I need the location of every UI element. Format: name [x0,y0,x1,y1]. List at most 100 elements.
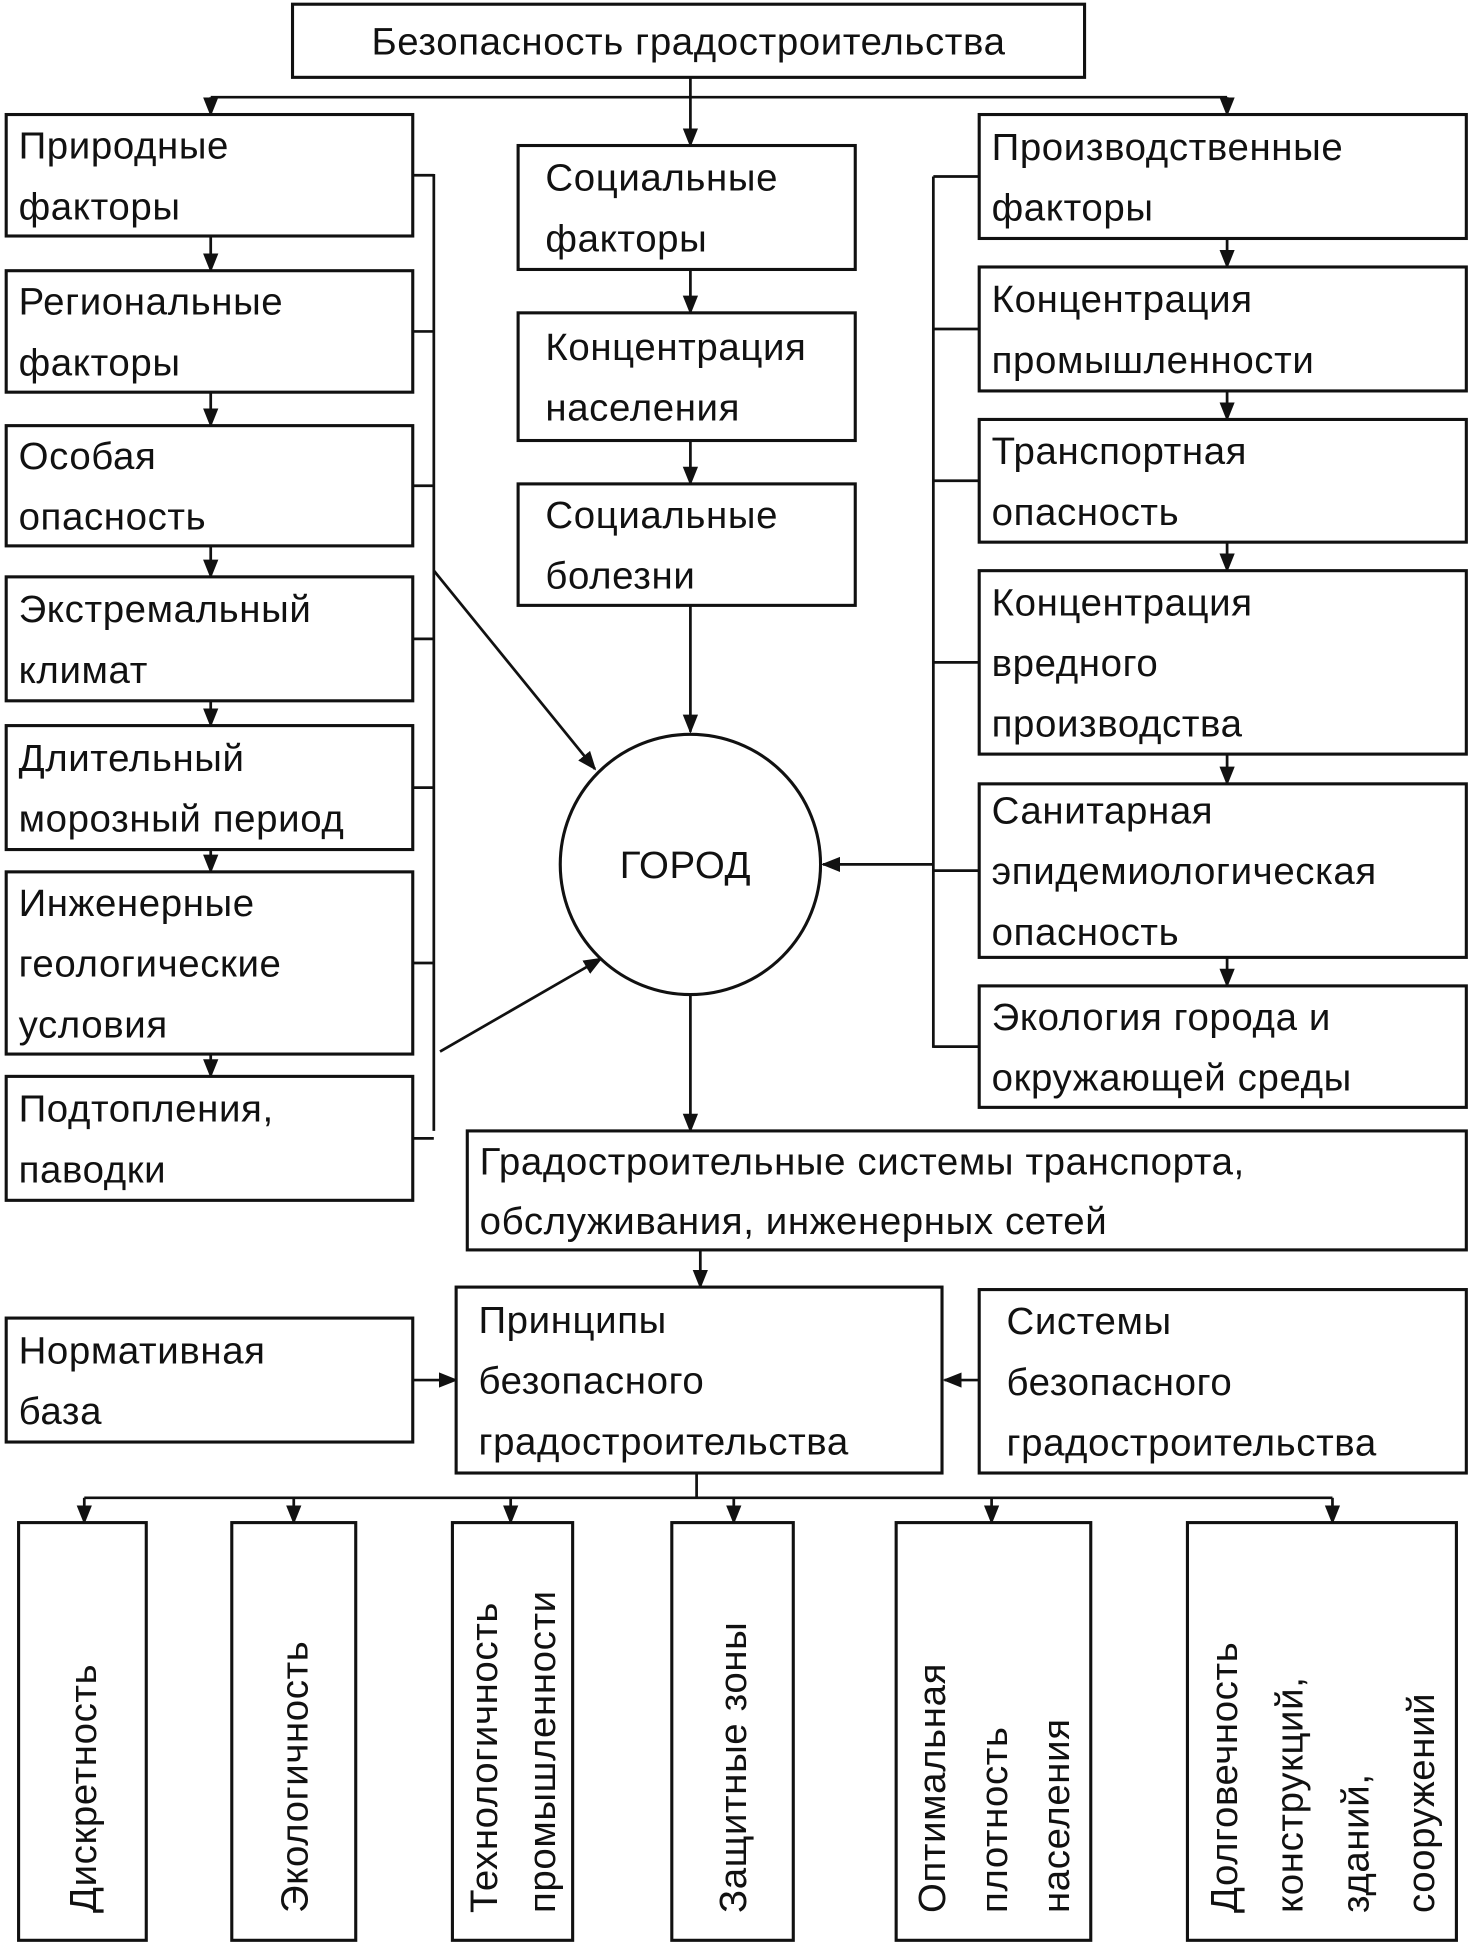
natural-factor-box-frame [4,870,415,1056]
natural-factor-box-label: Экстремальный [19,588,312,631]
principle-item-box-label: Технологичность [463,1602,506,1913]
principles-box-label: безопасного [478,1360,704,1403]
natural-factor-box-label: Природные [19,125,229,168]
principle-item-box: Экологичность [230,1521,358,1942]
natural-factor-box-label: геологические [19,943,282,986]
natural-factor-box-label: климат [19,649,148,692]
social-factor-box-label: Социальные [545,157,778,200]
regulatory-base-box-frame [4,1316,415,1444]
regulatory-base-box-label: база [19,1390,103,1433]
industrial-factor-box-label: Экология города и [992,996,1331,1039]
regulatory-base-box: Нормативная база [4,1316,415,1444]
principles-box-label: Принципы [478,1299,666,1342]
industrial-factor-box: Экология города и окружающей среды [977,984,1468,1109]
industrial-factor-box: Концентрация вредного производства [977,569,1468,756]
principle-item-box: Защитные зоны [670,1521,795,1942]
systems-box-label: Системы [1006,1300,1171,1343]
urban-systems-box: Градостроительные системы транспорта, обс… [465,1129,1468,1252]
industrial-factor-box-frame [977,112,1468,241]
principle-item-box-label: плотность [973,1726,1016,1913]
city-circle [558,732,823,997]
industrial-factor-box-frame [977,417,1468,544]
principle-item-box-label: Экологичность [273,1641,316,1913]
social-factor-box: Социальные факторы [516,143,857,272]
industrial-factor-box-label: Концентрация [992,581,1253,624]
systems-box-frame [977,1288,1468,1475]
principle-item-box-label: Долговечность [1203,1642,1246,1913]
urban-systems-box-label: Градостроительные системы транспорта, [480,1140,1245,1183]
natural-factor-box-frame [4,269,415,394]
natural-factor-box-label: Длительный [19,737,245,780]
natural-factor-box: Региональные факторы [4,269,415,394]
principle-item-box-frame [894,1521,1093,1942]
principle-item-box-frame [230,1521,358,1942]
industrial-factor-box-label: вредного [992,642,1159,685]
regulatory-base-box-label: Нормативная [19,1329,266,1372]
natural-factor-box: Природные факторы [4,112,415,238]
urban-systems-box-label: обслуживания, инженерных сетей [480,1200,1108,1243]
systems-box-label: безопасного [1006,1361,1232,1404]
arrow [439,957,603,1053]
principles-box-frame [454,1285,944,1475]
natural-factor-box-label: Региональные [19,281,284,324]
industrial-factor-box-label: опасность [992,491,1180,534]
urban-systems-box-frame [465,1129,1468,1252]
industrial-factor-box-label: окружающей среды [992,1057,1352,1100]
principle-item-box-label: сооружений [1400,1693,1443,1913]
principle-item-box-label: зданий, [1334,1773,1377,1913]
industrial-factor-box-label: промышленности [992,339,1315,382]
principle-item-box-label: Защитные зоны [712,1622,755,1913]
natural-factor-box-label: факторы [19,185,181,228]
principle-item-box-frame [17,1521,148,1942]
industrial-factor-box-frame [977,782,1468,959]
natural-factor-box-label: Особая [19,435,157,478]
principle-item-box: Дискретность [17,1521,148,1942]
principle-item-box-label: Оптимальная [911,1663,954,1913]
natural-factor-box-label: факторы [19,341,181,384]
title-box-frame [290,2,1087,79]
title-box: Безопасность градостроительства [290,2,1087,79]
title-box-label: Безопасность градостроительства [371,20,1005,63]
natural-factor-box-label: паводки [19,1148,167,1191]
natural-factor-box-label: Подтопления, [19,1088,274,1131]
natural-factor-box-frame [4,575,415,703]
principle-item-box-frame [670,1521,795,1942]
arrow [432,569,597,771]
principle-item-box-label: Дискретность [62,1664,105,1913]
city-node: ГОРОД [558,732,823,997]
natural-factor-box-frame [4,112,415,238]
principle-item-box-frame [1185,1521,1458,1942]
social-factor-box-label: Социальные [545,494,778,537]
social-factor-box-label: населения [545,387,740,430]
industrial-factor-box-label: эпидемиологическая [992,850,1377,893]
social-factor-box-label: факторы [545,217,707,260]
industrial-factor-box-frame [977,569,1468,756]
social-factor-box-label: Концентрация [545,326,806,369]
industrial-factor-box-label: производства [992,703,1243,746]
industrial-factor-box-label: Концентрация [992,278,1253,321]
natural-factor-box: Подтопления, паводки [4,1074,415,1202]
industrial-factor-box-label: Санитарная [992,790,1214,833]
social-factor-box-frame [516,311,857,443]
industrial-factor-box-label: факторы [992,187,1154,230]
industrial-factor-box: Производственные факторы [977,112,1468,241]
social-factor-box: Концентрация населения [516,311,857,443]
social-factor-box-frame [516,143,857,272]
social-factor-box-frame [516,482,857,607]
connectors [76,77,1341,1525]
industrial-factor-box-frame [977,984,1468,1109]
natural-factor-box-label: условия [19,1003,168,1046]
nodes: Безопасность градостроительстваПриродные… [4,2,1468,1942]
industrial-factor-box-label: Производственные [992,126,1344,169]
